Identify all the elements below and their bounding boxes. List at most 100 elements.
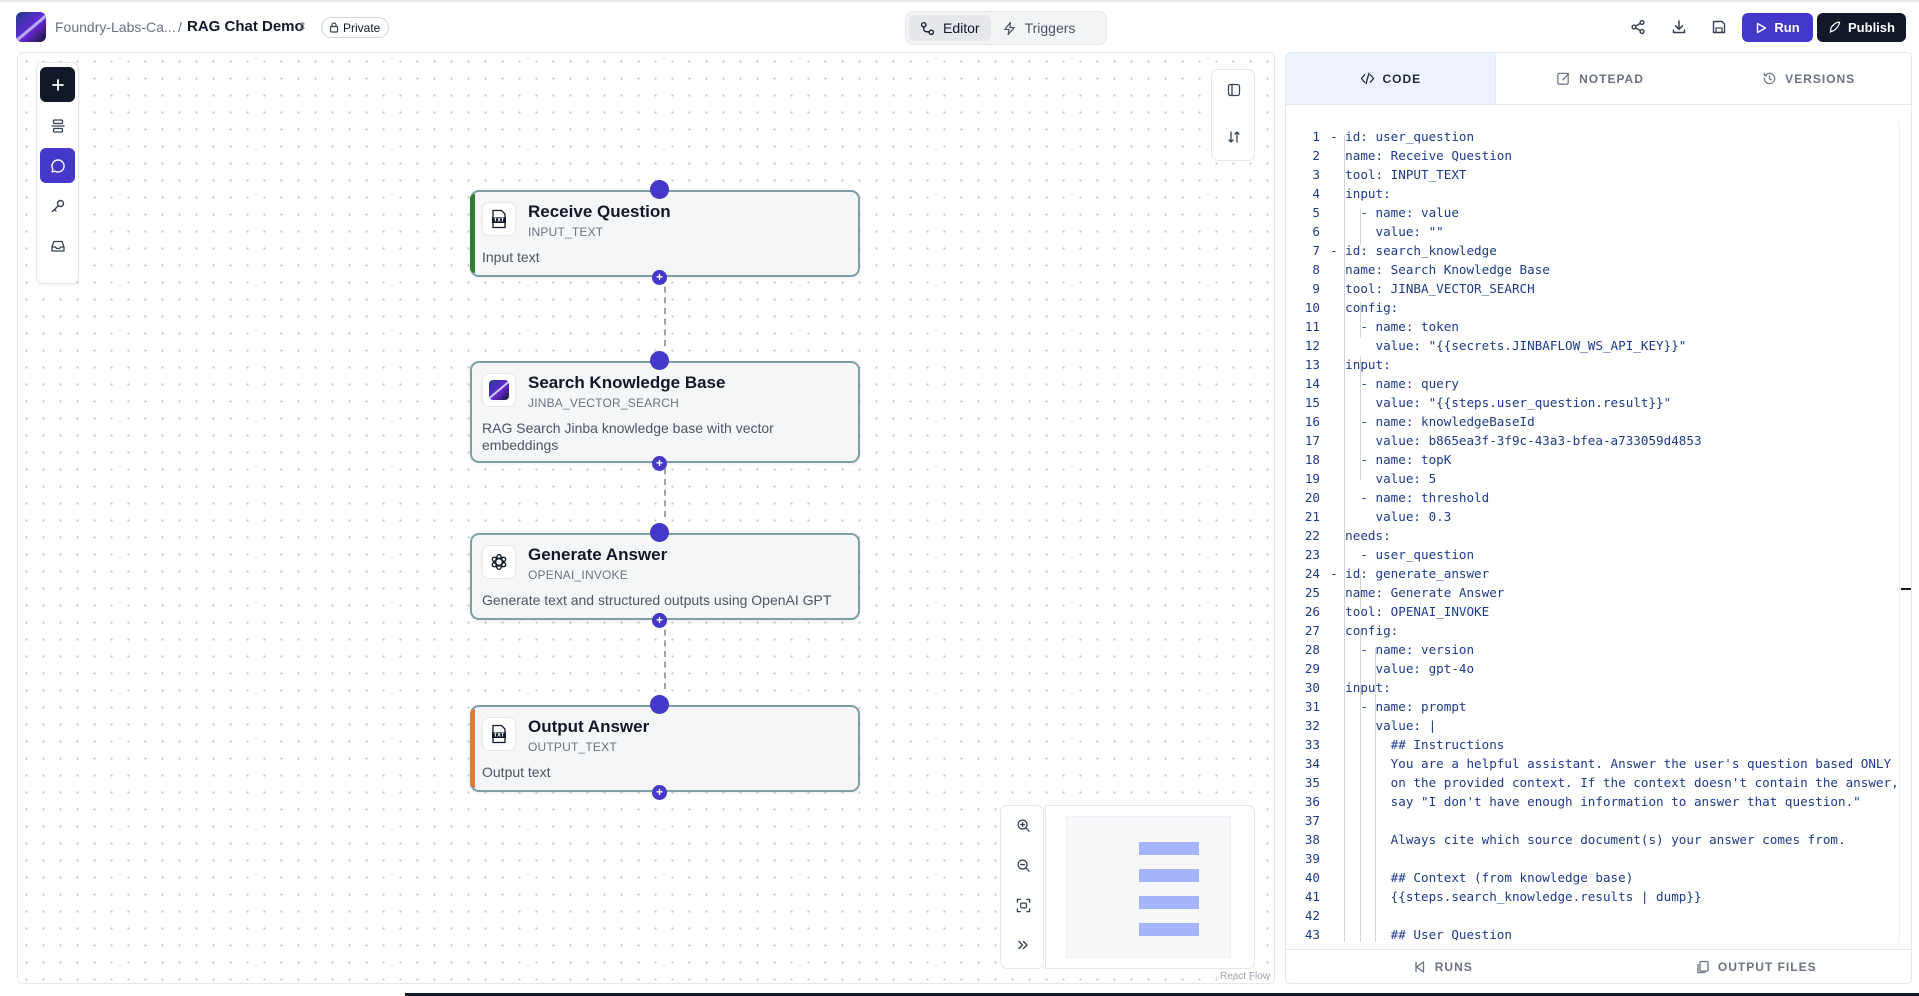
- node-search-knowledge-base[interactable]: Search Knowledge Base JINBA_VECTOR_SEARC…: [470, 351, 860, 471]
- code-text: input:: [1330, 357, 1391, 372]
- auto-layout-button[interactable]: [40, 108, 75, 143]
- code-text: input:: [1330, 186, 1391, 201]
- code-line[interactable]: 42: [1286, 906, 1898, 925]
- code-line[interactable]: 33 ## Instructions: [1286, 735, 1898, 754]
- chat-button[interactable]: [40, 148, 75, 183]
- sort-icon[interactable]: [1223, 126, 1245, 148]
- node-input-handle[interactable]: [650, 351, 669, 370]
- zoom-in-icon[interactable]: [1012, 814, 1034, 836]
- openai-icon: [482, 545, 516, 579]
- code-line[interactable]: 40 ## Context (from knowledge base): [1286, 868, 1898, 887]
- code-line[interactable]: 32 value: |: [1286, 716, 1898, 735]
- code-line[interactable]: 39: [1286, 849, 1898, 868]
- edge-3[interactable]: [664, 619, 666, 689]
- code-line[interactable]: 38 Always cite which source document(s) …: [1286, 830, 1898, 849]
- code-line[interactable]: 12 value: "{{secrets.JINBAFLOW_WS_API_KE…: [1286, 336, 1898, 355]
- chat-icon: [50, 158, 65, 173]
- add-next-node-icon[interactable]: +: [652, 270, 667, 285]
- react-flow-attribution[interactable]: React Flow: [1220, 971, 1271, 982]
- tab-triggers[interactable]: Triggers: [991, 15, 1087, 41]
- code-line[interactable]: 23 - user_question: [1286, 545, 1898, 564]
- code-line[interactable]: 27 config:: [1286, 621, 1898, 640]
- download-icon[interactable]: [1668, 16, 1690, 38]
- toggle-panel-icon[interactable]: [1223, 79, 1245, 101]
- minimap[interactable]: [1045, 805, 1255, 969]
- code-line[interactable]: 9 tool: JINBA_VECTOR_SEARCH: [1286, 279, 1898, 298]
- storage-button[interactable]: [40, 228, 75, 263]
- edge-2[interactable]: [664, 447, 666, 517]
- code-line[interactable]: 19 value: 5: [1286, 469, 1898, 488]
- code-line[interactable]: 35 on the provided context. If the conte…: [1286, 773, 1898, 792]
- publish-button[interactable]: Publish: [1817, 13, 1906, 42]
- node-receive-question[interactable]: TXT Receive Question INPUT_TEXT Input te…: [470, 180, 860, 285]
- code-line[interactable]: 11 - name: token: [1286, 317, 1898, 336]
- code-line[interactable]: 17 value: b865ea3f-3f9c-43a3-bfea-a73305…: [1286, 431, 1898, 450]
- node-tool: OUTPUT_TEXT: [528, 740, 617, 754]
- code-line[interactable]: 18 - name: topK: [1286, 450, 1898, 469]
- editor-scrollbar[interactable]: [1899, 122, 1911, 942]
- code-line[interactable]: 41 {{steps.search_knowledge.results | du…: [1286, 887, 1898, 906]
- secrets-button[interactable]: [40, 188, 75, 223]
- tab-code[interactable]: CODE: [1286, 53, 1496, 104]
- add-node-button[interactable]: [40, 67, 75, 102]
- project-switch-icon[interactable]: ⇕: [298, 21, 308, 33]
- code-line[interactable]: 15 value: "{{steps.user_question.result}…: [1286, 393, 1898, 412]
- code-line[interactable]: 37: [1286, 811, 1898, 830]
- code-line[interactable]: 25 name: Generate Answer: [1286, 583, 1898, 602]
- run-button[interactable]: Run: [1742, 13, 1813, 42]
- node-input-handle[interactable]: [650, 180, 669, 199]
- line-number: 1: [1312, 129, 1320, 144]
- add-next-node-icon[interactable]: +: [652, 613, 667, 628]
- breadcrumb-org[interactable]: Foundry-Labs-Ca...: [55, 19, 176, 35]
- code-line[interactable]: 16 - name: knowledgeBaseId: [1286, 412, 1898, 431]
- code-line[interactable]: 10 config:: [1286, 298, 1898, 317]
- tab-notepad[interactable]: NOTEPAD: [1496, 53, 1705, 104]
- code-line[interactable]: 26 tool: OPENAI_INVOKE: [1286, 602, 1898, 621]
- code-line[interactable]: 4 input:: [1286, 184, 1898, 203]
- code-line[interactable]: 30 input:: [1286, 678, 1898, 697]
- code-line[interactable]: 34 You are a helpful assistant. Answer t…: [1286, 754, 1898, 773]
- code-line[interactable]: 29 value: gpt-4o: [1286, 659, 1898, 678]
- code-line[interactable]: 8 name: Search Knowledge Base: [1286, 260, 1898, 279]
- tab-runs[interactable]: RUNS: [1286, 950, 1600, 983]
- add-next-node-icon[interactable]: +: [652, 785, 667, 800]
- code-line[interactable]: 20 - name: threshold: [1286, 488, 1898, 507]
- expand-icon[interactable]: [1012, 934, 1034, 956]
- node-generate-answer[interactable]: Generate Answer OPENAI_INVOKE Generate t…: [470, 523, 860, 628]
- code-line[interactable]: 28 - name: version: [1286, 640, 1898, 659]
- add-next-node-icon[interactable]: +: [652, 456, 667, 471]
- tab-editor[interactable]: Editor: [909, 15, 991, 41]
- tab-versions-label: VERSIONS: [1785, 71, 1856, 86]
- share-icon[interactable]: [1627, 16, 1649, 38]
- code-line[interactable]: 24- id: generate_answer: [1286, 564, 1898, 583]
- code-line[interactable]: 2 name: Receive Question: [1286, 146, 1898, 165]
- code-line[interactable]: 13 input:: [1286, 355, 1898, 374]
- code-line[interactable]: 36 say "I don't have enough information …: [1286, 792, 1898, 811]
- app-logo[interactable]: [16, 12, 46, 42]
- code-line[interactable]: 21 value: 0.3: [1286, 507, 1898, 526]
- code-line[interactable]: 31 - name: prompt: [1286, 697, 1898, 716]
- tab-versions[interactable]: VERSIONS: [1704, 53, 1911, 104]
- code-line[interactable]: 3 tool: INPUT_TEXT: [1286, 165, 1898, 184]
- code-line[interactable]: 22 needs:: [1286, 526, 1898, 545]
- node-output-answer[interactable]: TXT Output Answer OUTPUT_TEXT Output tex…: [470, 695, 860, 800]
- code-line[interactable]: 5 - name: value: [1286, 203, 1898, 222]
- fit-view-icon[interactable]: [1012, 894, 1034, 916]
- code-line[interactable]: 14 - name: query: [1286, 374, 1898, 393]
- code-line[interactable]: 6 value: "": [1286, 222, 1898, 241]
- visibility-badge[interactable]: Private: [321, 17, 390, 38]
- node-input-handle[interactable]: [650, 695, 669, 714]
- code-line[interactable]: 1- id: user_question: [1286, 127, 1898, 146]
- breadcrumb-project[interactable]: RAG Chat Demo: [187, 18, 304, 35]
- flow-canvas[interactable]: TXT Receive Question INPUT_TEXT Input te…: [17, 52, 1275, 984]
- code-line[interactable]: 43 ## User Question: [1286, 925, 1898, 942]
- line-number: 5: [1312, 205, 1320, 220]
- tab-output-files[interactable]: OUTPUT FILES: [1600, 950, 1912, 983]
- edge-1[interactable]: [664, 276, 666, 346]
- code-line[interactable]: 7- id: search_knowledge: [1286, 241, 1898, 260]
- zoom-out-icon[interactable]: [1012, 854, 1034, 876]
- node-input-handle[interactable]: [650, 523, 669, 542]
- save-icon[interactable]: [1708, 16, 1730, 38]
- scrollbar-thumb[interactable]: [1901, 588, 1911, 590]
